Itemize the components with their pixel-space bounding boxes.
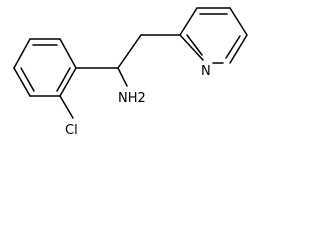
benzene-bond-top-right — [59, 38, 77, 69]
pyridine-nitrogen-label: N — [201, 64, 211, 79]
bond-ring-chlorine — [59, 95, 74, 119]
benzene-ring — [13, 38, 77, 97]
bond-ch-to-amine — [117, 67, 128, 87]
benzene-double-bond-left — [20, 67, 35, 92]
benzene-bond-bottom-right — [59, 67, 77, 97]
pyridine-ring — [179, 7, 248, 64]
benzene-bond-top-left — [13, 38, 31, 69]
bond-ch-to-ch2 — [117, 34, 142, 69]
pyridine-bond-3 — [229, 7, 248, 36]
pyridine-bond-1 — [179, 7, 198, 36]
chemical-structure-diagram: Cl NH2 N — [13, 7, 248, 138]
pyridine-double-bond-right — [225, 35, 241, 59]
benzene-bond-bottom-left — [13, 67, 31, 97]
pyridine-bond-4 — [229, 34, 248, 64]
pyridine-double-bond-left — [186, 34, 203, 56]
benzene-double-bond-right — [56, 67, 71, 92]
amine-label: NH2 — [118, 91, 146, 106]
chlorine-label: Cl — [65, 123, 78, 138]
pyridine-bond-6 — [179, 34, 204, 61]
